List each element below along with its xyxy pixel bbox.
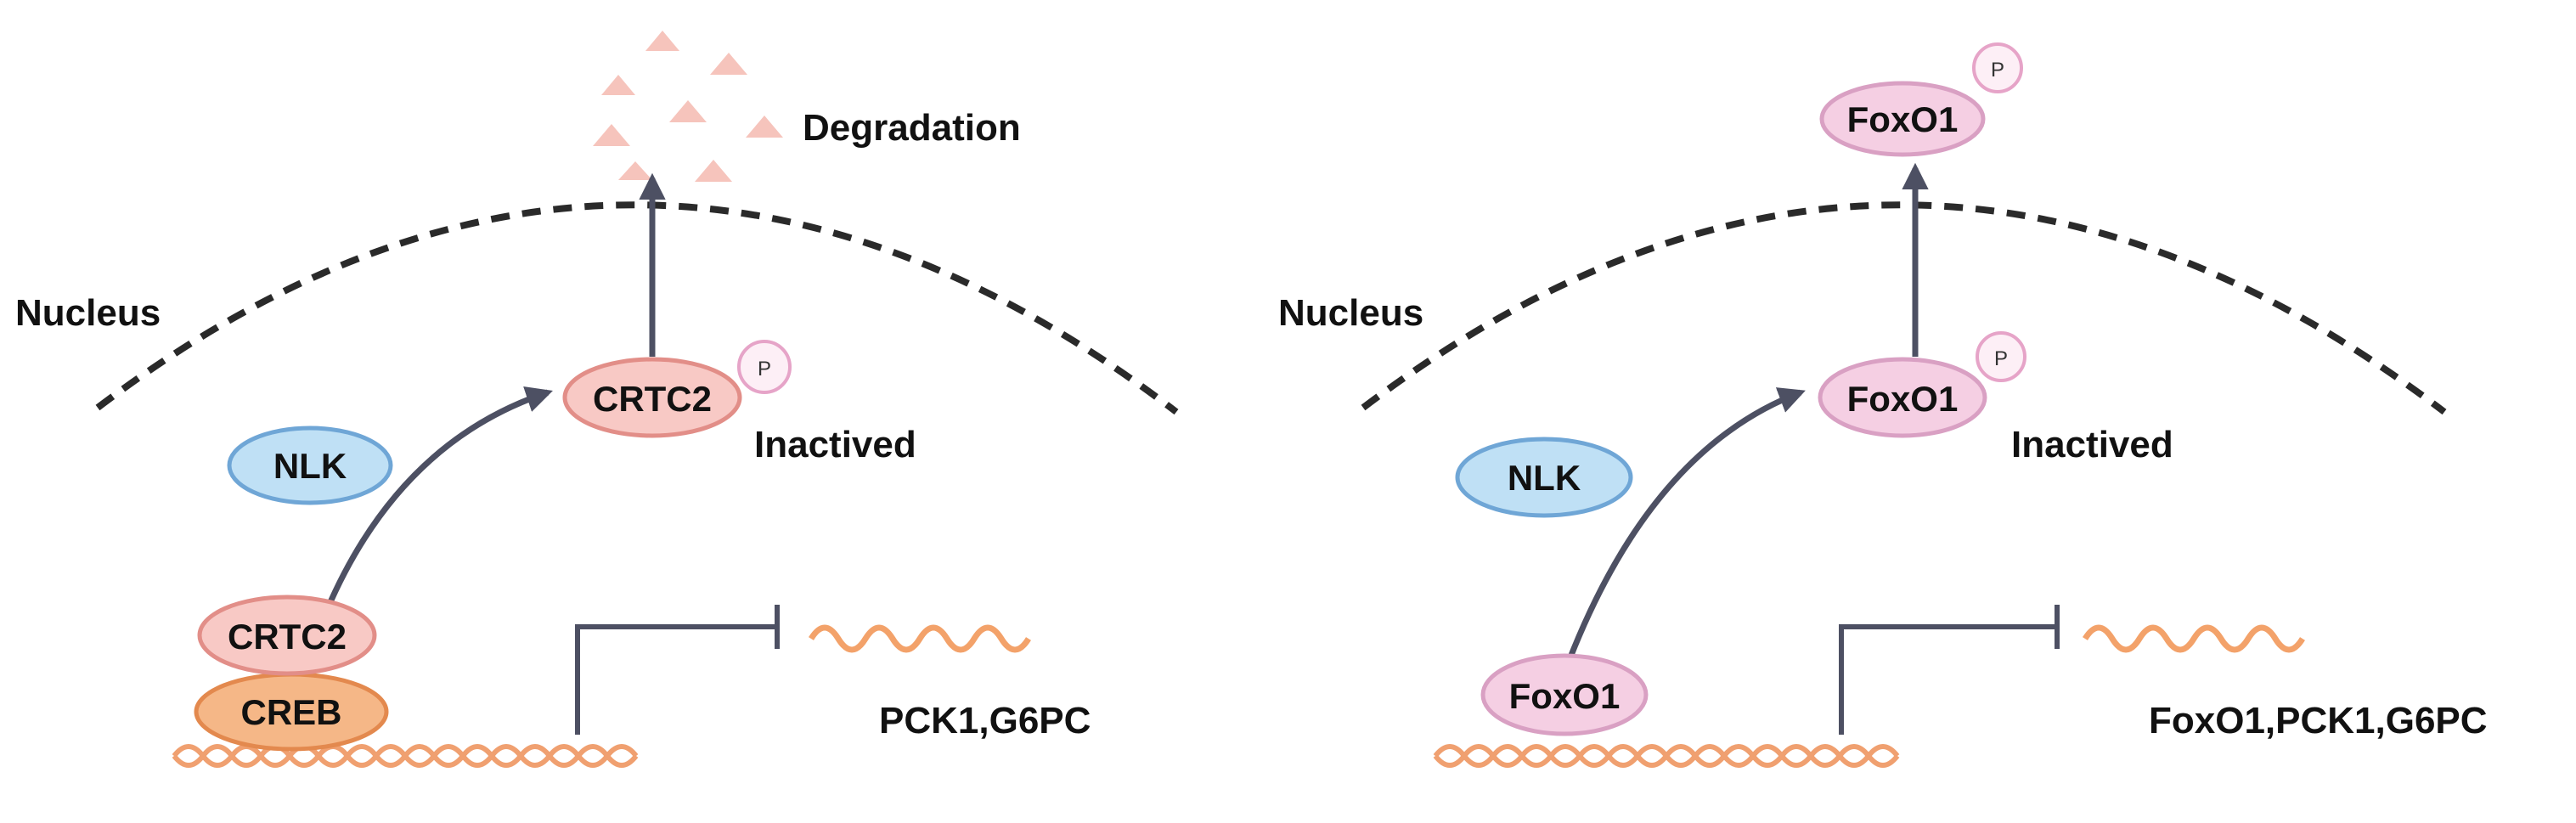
promoter-inhibition-right	[1839, 624, 2057, 735]
creb-label: CREB	[240, 692, 341, 732]
genes-label-right: FoxO1,PCK1,G6PC	[2149, 700, 2488, 741]
nlk-label-left: NLK	[273, 446, 347, 486]
inactived-label-right: Inactived	[2011, 424, 2173, 465]
phosphorylation-arrow-right	[1561, 387, 1806, 674]
foxo1-exported-label: FoxO1	[1847, 99, 1959, 139]
nuclear-envelope-right	[1361, 201, 2447, 415]
crtc2-active-node: CRTC2	[197, 595, 377, 676]
nuclear-envelope-left	[95, 201, 1179, 415]
crtc2-inactive-node: CRTC2	[562, 357, 742, 438]
left-panel: Nucleus Degradation NLK CRTC2	[15, 31, 1179, 768]
genes-label-left: PCK1,G6PC	[879, 700, 1091, 741]
dna-icon	[172, 744, 639, 768]
phospho-icon: P	[737, 340, 792, 394]
foxo1-inactive-node: FoxO1	[1818, 357, 1987, 438]
nucleus-label-left: Nucleus	[15, 292, 161, 334]
degradation-fragment-icon	[593, 31, 783, 182]
inactived-label-left: Inactived	[754, 424, 916, 465]
phospho-label-right-top: P	[1991, 59, 2004, 82]
nlk-node-right: NLK	[1455, 437, 1633, 518]
nlk-node-left: NLK	[227, 426, 393, 505]
mrna-icon	[809, 624, 1031, 653]
crtc2-inactive-label: CRTC2	[593, 379, 712, 419]
foxo1-inactive-label: FoxO1	[1847, 379, 1959, 419]
degradation-label: Degradation	[803, 107, 1021, 149]
dna-icon	[1433, 744, 1900, 768]
mrna-icon	[2083, 624, 2305, 653]
right-panel: Nucleus FoxO1 P NLK FoxO1 P Inactived	[1278, 42, 2488, 768]
crtc2-active-label: CRTC2	[228, 617, 347, 657]
nlk-label-right: NLK	[1508, 458, 1581, 498]
phospho-label-right: P	[1994, 347, 2008, 370]
phosphorylation-arrow-left	[324, 386, 553, 612]
creb-node: CREB	[194, 672, 389, 752]
phospho-label-left: P	[758, 358, 771, 380]
foxo1-active-node: FoxO1	[1480, 653, 1649, 736]
nucleus-label-right: Nucleus	[1278, 292, 1423, 334]
promoter-inhibition-left	[575, 624, 777, 735]
foxo1-exported-node: FoxO1	[1819, 81, 1986, 157]
phospho-icon: P	[1972, 42, 2023, 93]
phospho-icon: P	[1976, 331, 2026, 382]
foxo1-active-label: FoxO1	[1509, 676, 1621, 716]
